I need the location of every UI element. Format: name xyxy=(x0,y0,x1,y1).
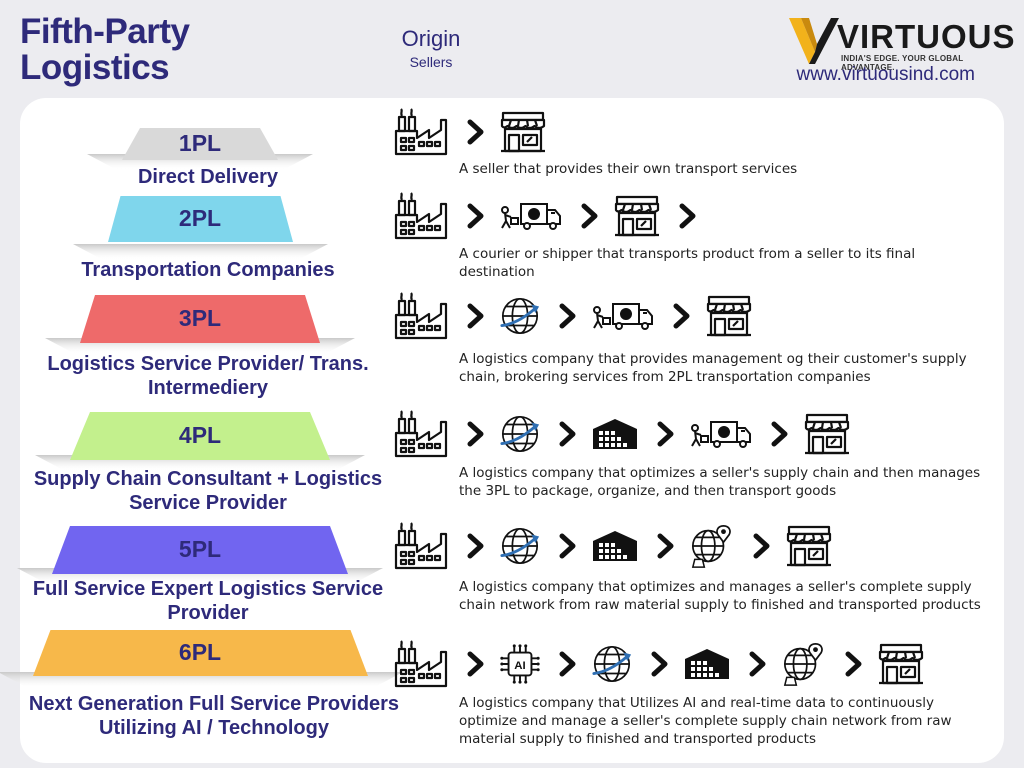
warehouse-icon xyxy=(593,419,637,449)
arrow-icon xyxy=(843,651,865,677)
arrow-icon xyxy=(649,651,671,677)
factory-icon xyxy=(394,410,448,458)
page-title: Fifth-Party Logistics xyxy=(20,14,190,86)
arrow-icon xyxy=(557,533,579,559)
arrow-icon xyxy=(557,421,579,447)
globe-icon xyxy=(500,527,541,565)
title-line-2: Logistics xyxy=(20,48,170,87)
arrow-icon xyxy=(465,203,487,229)
tier-description: A logistics company that optimizes a sel… xyxy=(459,465,981,499)
delivery-truck-icon xyxy=(593,303,653,330)
tier-trapezoid-6pl xyxy=(32,630,368,676)
arrow-icon xyxy=(557,651,579,677)
store-icon xyxy=(877,643,925,685)
warehouse-icon xyxy=(593,531,637,561)
brand-url[interactable]: www.virtuousind.com xyxy=(796,64,975,85)
store-icon xyxy=(785,525,833,567)
store-icon xyxy=(803,413,851,455)
tier-description: A logistics company that optimizes and m… xyxy=(459,579,981,613)
arrow-icon xyxy=(655,533,677,559)
tier-description: A courier or shipper that transports pro… xyxy=(459,246,916,280)
arrow-icon xyxy=(465,533,487,559)
tier-level-label: 5PL xyxy=(178,536,222,562)
store-icon xyxy=(499,111,547,153)
global-location-icon xyxy=(783,643,823,686)
tier-level-label: 2PL xyxy=(178,205,222,231)
tier-name: Transportation Companies xyxy=(81,259,335,281)
factory-icon xyxy=(394,640,448,688)
arrow-icon xyxy=(465,651,487,677)
origin-subtitle: Sellers xyxy=(409,54,453,70)
warehouse-icon xyxy=(685,649,729,679)
ai-chip-icon xyxy=(499,643,541,685)
global-location-icon xyxy=(691,525,731,568)
origin-title: Origin xyxy=(401,26,461,51)
factory-icon xyxy=(394,292,448,340)
arrow-icon xyxy=(751,533,773,559)
tier-trapezoid-1pl xyxy=(122,128,278,160)
tier-description: A seller that provides their own transpo… xyxy=(459,161,798,177)
tier-name: Logistics Service Provider/ Trans. Inter… xyxy=(47,353,369,399)
arrow-icon xyxy=(769,421,791,447)
arrow-icon xyxy=(579,203,601,229)
delivery-truck-icon xyxy=(691,421,751,448)
globe-icon xyxy=(592,645,633,683)
tier-level-label: 6PL xyxy=(178,639,222,665)
tier-level-label: 3PL xyxy=(178,305,222,331)
arrow-icon xyxy=(465,119,487,145)
globe-icon xyxy=(500,415,541,453)
tier-name: Direct Delivery xyxy=(137,166,279,188)
tier-name: Next Generation Full Service Providers U… xyxy=(28,693,400,739)
arrow-icon xyxy=(465,303,487,329)
store-icon xyxy=(705,295,753,337)
tier-name: Full Service Expert Logistics Service Pr… xyxy=(32,578,384,624)
globe-icon xyxy=(500,297,541,335)
tier-name: Supply Chain Consultant + Logistics Serv… xyxy=(33,468,383,514)
brand-logo: VIRTUOUS INDIA'S EDGE. YOUR GLOBAL ADVAN… xyxy=(785,12,1015,92)
virtuous-v-logo-icon xyxy=(789,18,839,64)
tier-level-label: 1PL xyxy=(178,130,222,156)
tier-shadow xyxy=(0,672,403,688)
tier-description: A logistics company that provides manage… xyxy=(459,351,967,385)
arrow-icon xyxy=(557,303,579,329)
arrow-icon xyxy=(747,651,769,677)
factory-icon xyxy=(394,522,448,570)
tier-shadow xyxy=(72,244,328,260)
brand-tagline: INDIA'S EDGE. YOUR GLOBAL ADVANTAGE. xyxy=(841,54,964,72)
factory-icon xyxy=(394,192,448,240)
arrow-icon xyxy=(465,421,487,447)
origin-label: Origin Sellers xyxy=(390,26,472,70)
arrow-icon xyxy=(671,303,693,329)
tier-trapezoid-4pl xyxy=(70,412,330,460)
arrow-icon xyxy=(655,421,677,447)
delivery-truck-icon xyxy=(501,203,561,230)
arrow-icon xyxy=(677,203,699,229)
brand-name: VIRTUOUS xyxy=(837,18,1016,55)
store-icon xyxy=(613,195,661,237)
tier-trapezoid-3pl xyxy=(80,295,320,343)
tier-trapezoid-2pl xyxy=(107,196,293,242)
title-line-1: Fifth-Party xyxy=(20,12,190,51)
tier-description: A logistics company that Utilizes AI and… xyxy=(459,695,952,747)
tier-level-label: 4PL xyxy=(178,422,222,448)
factory-icon xyxy=(394,108,448,156)
tier-trapezoid-5pl xyxy=(52,526,348,574)
